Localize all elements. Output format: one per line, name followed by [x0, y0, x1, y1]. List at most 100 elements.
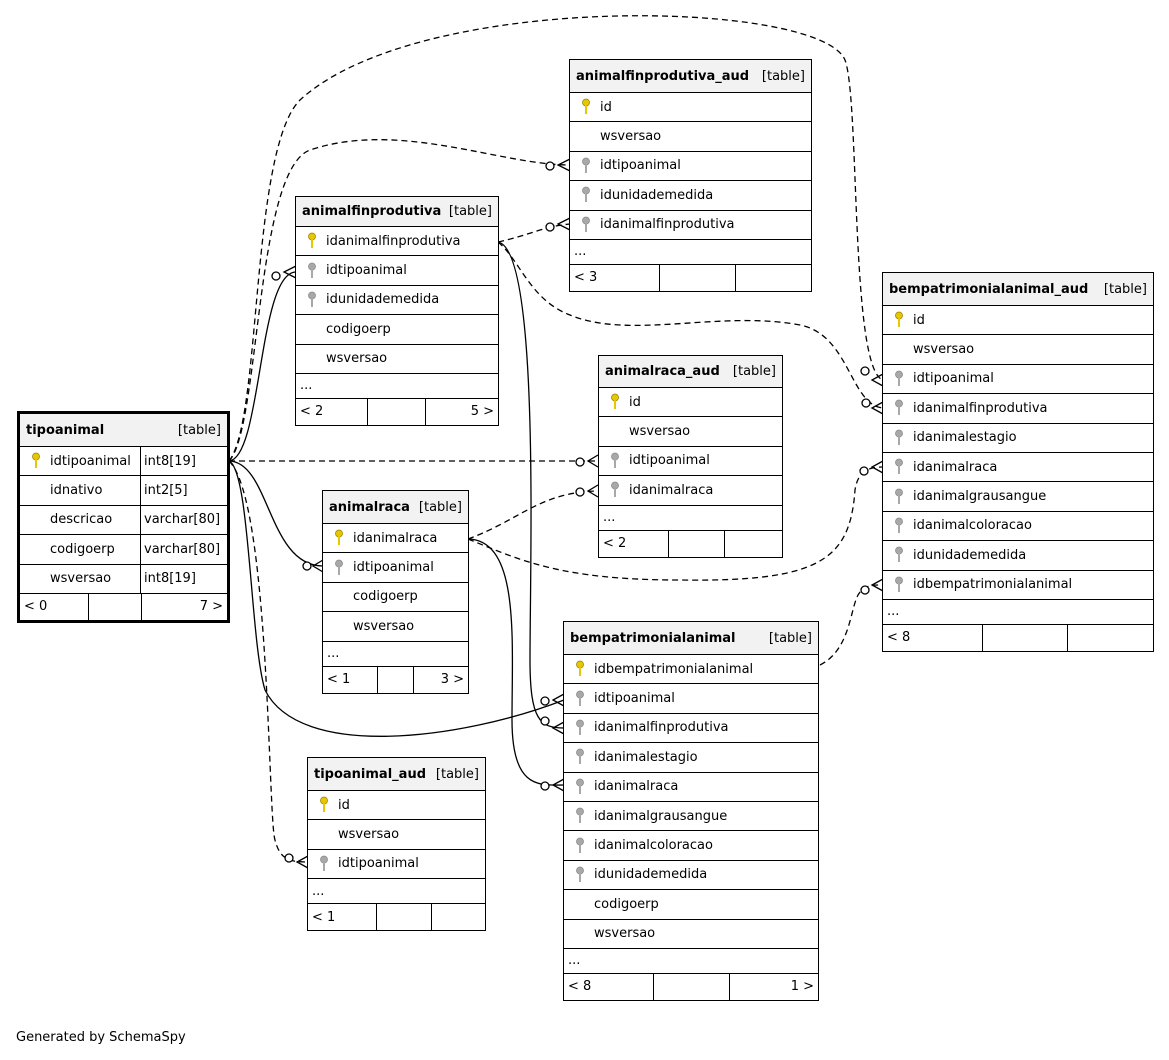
table-name[interactable]: animalfinprodutiva — [302, 204, 442, 219]
table-animalraca[interactable]: animalraca[table] idanimalraca idtipoanima… — [322, 490, 469, 694]
parent-count[interactable]: < 0 — [24, 599, 48, 615]
column-row[interactable]: idanimalraca — [323, 524, 468, 554]
column-name[interactable]: id — [913, 312, 925, 328]
column-name[interactable]: idtipoanimal — [50, 453, 131, 469]
table-name[interactable]: animalfinprodutiva_aud — [576, 68, 750, 84]
column-name[interactable]: idanimalgrausangue — [913, 489, 1047, 505]
column-row[interactable]: idanimalcoloracao — [564, 831, 818, 861]
column-name[interactable]: id — [629, 394, 641, 410]
column-name[interactable]: idanimalraca — [594, 779, 679, 795]
more-columns-ellipsis[interactable]: ... — [564, 949, 818, 974]
column-name[interactable]: idanimalraca — [629, 482, 714, 498]
column-row[interactable]: idbempatrimonialanimal — [883, 571, 1153, 600]
column-row[interactable]: idtipoanimal — [564, 684, 818, 714]
table-header[interactable]: animalraca_aud[table] — [599, 356, 782, 388]
column-row[interactable]: idanimalfinprodutiva — [883, 394, 1153, 424]
column-row[interactable]: idtipoanimal — [570, 152, 811, 182]
table-animalraca-aud[interactable]: animalraca_aud[table]id wsversao idtipoani… — [598, 355, 783, 558]
column-row[interactable]: idtipoanimal — [599, 447, 782, 477]
column-row[interactable]: id — [570, 93, 811, 123]
table-header[interactable]: bempatrimonialanimal[table] — [564, 622, 818, 655]
more-columns-ellipsis[interactable]: ... — [296, 374, 498, 399]
column-name[interactable]: wsversao — [50, 571, 112, 587]
column-row[interactable]: idbempatrimonialanimal — [564, 655, 818, 685]
column-name[interactable]: idanimalfinprodutiva — [600, 217, 735, 233]
column-name[interactable]: idbempatrimonialanimal — [913, 577, 1073, 593]
column-name[interactable]: idunidademedida — [594, 867, 708, 883]
column-row[interactable]: idanimalfinprodutiva — [564, 714, 818, 744]
column-row[interactable]: idtipoanimal — [323, 553, 468, 583]
column-row[interactable]: codigoerp — [323, 583, 468, 613]
child-count[interactable] — [430, 904, 485, 931]
column-name[interactable]: wsversao — [338, 827, 400, 843]
table-header[interactable]: animalfinprodutiva_aud[table] — [570, 60, 811, 93]
column-name[interactable]: idbempatrimonialanimal — [594, 661, 754, 677]
column-name[interactable]: wsversao — [913, 342, 975, 358]
column-row[interactable]: idunidademedida — [883, 541, 1153, 571]
more-columns-ellipsis[interactable]: ... — [883, 600, 1153, 625]
column-row[interactable]: id — [308, 791, 485, 821]
table-animalfinprodutiva[interactable]: animalfinprodutiva[table] idanimalfinprod… — [295, 196, 499, 426]
column-name[interactable]: idanimalfinprodutiva — [326, 233, 461, 249]
table-name[interactable]: animalraca — [329, 499, 410, 515]
table-header[interactable]: animalraca[table] — [323, 491, 468, 524]
table-header[interactable]: tipoanimal_aud[table] — [308, 758, 485, 791]
column-name[interactable]: idunidademedida — [600, 187, 714, 203]
column-row[interactable]: idanimalestagio — [564, 743, 818, 773]
column-name[interactable]: idtipoanimal — [913, 371, 994, 387]
more-columns-ellipsis[interactable]: ... — [570, 240, 811, 265]
child-count[interactable]: 3 > — [412, 666, 468, 693]
column-row[interactable]: idanimalraca — [599, 476, 782, 506]
column-name[interactable]: idtipoanimal — [353, 560, 434, 576]
column-row[interactable]: wsversao — [570, 122, 811, 152]
column-name[interactable]: idtipoanimal — [338, 856, 419, 872]
column-name[interactable]: wsversao — [594, 926, 656, 942]
child-count[interactable] — [1066, 624, 1153, 651]
column-name[interactable]: idanimalraca — [913, 459, 998, 475]
column-row[interactable]: idanimalraca — [883, 453, 1153, 483]
table-header[interactable]: animalfinprodutiva[table] — [296, 197, 498, 227]
table-name[interactable]: animalraca_aud — [605, 364, 720, 379]
column-row[interactable]: idunidademedida — [564, 861, 818, 891]
table-name[interactable]: tipoanimal_aud — [314, 766, 426, 782]
column-name[interactable]: idtipoanimal — [629, 453, 710, 469]
column-name[interactable]: codigoerp — [326, 321, 391, 337]
column-name[interactable]: wsversao — [326, 351, 388, 367]
column-row[interactable]: codigoerp — [296, 315, 498, 345]
column-name[interactable]: id — [338, 797, 350, 813]
column-row[interactable]: idtipoanimal — [883, 365, 1153, 395]
column-name[interactable]: idanimalfinprodutiva — [594, 720, 729, 736]
column-name[interactable]: codigoerp — [594, 896, 659, 912]
child-count[interactable] — [734, 264, 811, 291]
column-name[interactable]: idtipoanimal — [326, 263, 407, 279]
parent-count[interactable]: < 1 — [312, 909, 336, 925]
column-name[interactable]: id — [600, 99, 612, 115]
child-count[interactable]: 5 > — [424, 398, 498, 425]
column-row[interactable]: codigoerp — [564, 890, 818, 920]
column-row[interactable]: idtipoanimal — [308, 850, 485, 880]
column-name[interactable]: idunidademedida — [913, 547, 1027, 563]
column-row[interactable]: idunidademedida — [296, 286, 498, 316]
column-row[interactable]: idanimalcoloracao — [883, 512, 1153, 542]
column-name[interactable]: idanimalraca — [353, 530, 438, 546]
parent-count[interactable]: < 8 — [887, 630, 911, 646]
column-row[interactable]: id — [599, 388, 782, 418]
table-name[interactable]: tipoanimal — [26, 422, 105, 438]
parent-count[interactable]: < 2 — [300, 404, 324, 420]
column-row[interactable]: wsversao — [308, 820, 485, 850]
column-row[interactable]: idanimalraca — [564, 773, 818, 802]
table-bempatrimonialanimal[interactable]: bempatrimonialanimal[table] idbempatrimon… — [563, 621, 819, 1001]
column-name[interactable]: wsversao — [629, 424, 691, 440]
column-row[interactable]: wsversao — [296, 345, 498, 374]
column-name[interactable]: codigoerp — [50, 541, 115, 557]
column-row[interactable]: wsversao — [599, 417, 782, 447]
column-row[interactable]: wsversao — [564, 920, 818, 949]
column-row[interactable]: idanimalgrausangue — [883, 482, 1153, 512]
more-columns-ellipsis[interactable]: ... — [308, 879, 485, 905]
